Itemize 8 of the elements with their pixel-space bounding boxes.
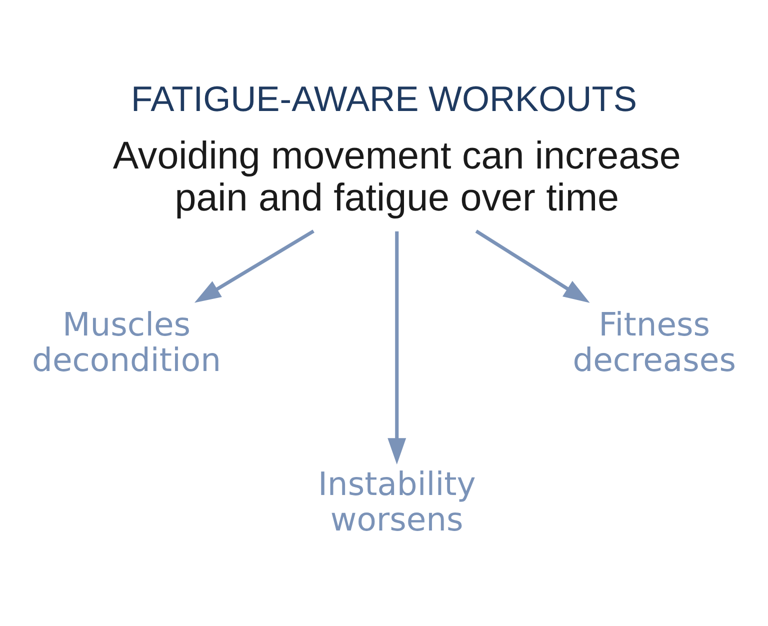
node-text: Avoiding movement can increase pain and fatigue over time: [112, 134, 681, 220]
arrow: [194, 230, 314, 303]
diagram-title: FATIGUE-AWARE WORKOUTS: [131, 79, 637, 120]
node-text: Muscles decondition: [32, 306, 221, 379]
node-text: Fitness decreases: [572, 306, 736, 379]
node-text: Instability worsens: [318, 464, 476, 538]
arrow: [475, 230, 590, 303]
arrow: [388, 231, 406, 465]
